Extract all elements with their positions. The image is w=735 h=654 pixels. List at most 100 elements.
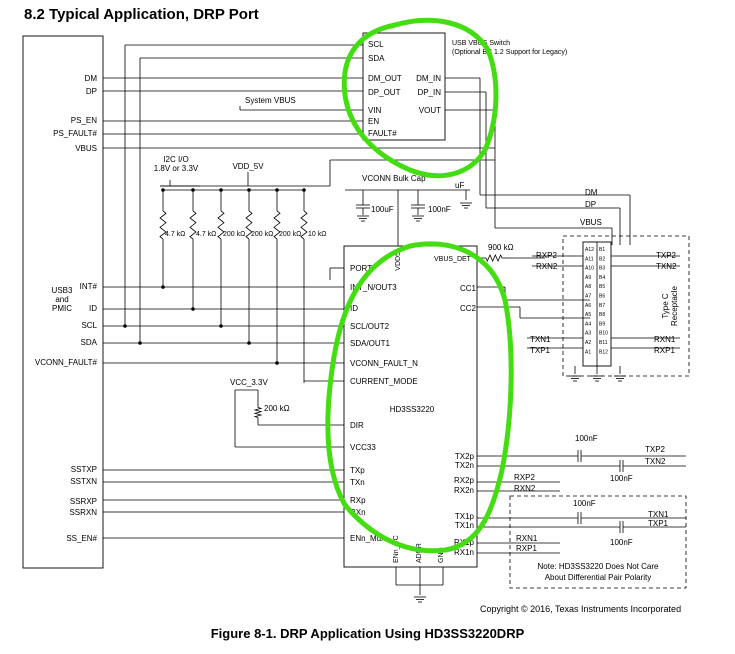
- cap-100uf-label: 100uF: [371, 205, 394, 214]
- switch-subtitle: (Optional BC 1.2 Support for Legacy): [452, 49, 567, 56]
- highlight-vbus-switch: [341, 17, 499, 179]
- host-pin-int: INT#: [80, 282, 98, 291]
- resistor-symbol: [159, 210, 167, 240]
- chip-pin-gnd: GND: [438, 547, 445, 563]
- host-pin-id: ID: [89, 304, 97, 313]
- figure-caption: Figure 8-1. DRP Application Using HD3SS3…: [210, 626, 525, 641]
- chip-pin-cc1: CC1: [460, 284, 477, 293]
- highlight-hd3ss3220: [325, 241, 514, 554]
- switch-pin-dm-in: DM_IN: [416, 74, 441, 83]
- conn-pin-b: B2: [599, 256, 605, 262]
- chip-pin-txp: TXp: [350, 466, 365, 475]
- connector-label-type-c: Type C: [661, 293, 670, 319]
- conn-pin-a: A6: [585, 303, 591, 309]
- conn-rxp2-label: RXP2: [536, 251, 557, 260]
- chip-pin-tx2p: TX2p: [455, 452, 475, 461]
- conn-pin-a: A2: [585, 340, 591, 346]
- r-vcc-label: 200 kΩ: [264, 404, 290, 413]
- r5-label: 200 kΩ: [279, 231, 301, 238]
- cap-partial-label: uF: [455, 181, 464, 190]
- switch-pin-dp-in: DP_IN: [417, 88, 441, 97]
- junction: [191, 307, 195, 311]
- conn-rxn1-label: RXN1: [654, 335, 676, 344]
- conn-pin-b: B12: [599, 349, 608, 355]
- conn-dp-label: DP: [585, 200, 596, 209]
- conn-pin-a: A11: [585, 256, 594, 262]
- chip-pin-cc2: CC2: [460, 304, 477, 313]
- conn-pin-a: A3: [585, 331, 591, 337]
- host-label-and: and: [55, 295, 68, 304]
- host-pin-scl: SCL: [81, 321, 97, 330]
- r-vbus-det-value: 900 kΩ: [488, 243, 514, 252]
- chip-pin-rxp: RXp: [350, 496, 366, 505]
- chip-pin-enn-mux: ENn_Mux: [350, 534, 385, 543]
- switch-pin-dm-out: DM_OUT: [368, 74, 402, 83]
- chip-name: HD3SS3220: [390, 405, 435, 414]
- chip-pin-sda: SDA/OUT1: [350, 339, 391, 348]
- chip-pin-port: PORT: [350, 264, 372, 273]
- conn-vbus-label: VBUS: [580, 218, 602, 227]
- chip-pin-id: ID: [350, 304, 358, 313]
- chip-pin-scl: SCL/OUT2: [350, 322, 390, 331]
- switch-pin-vout: VOUT: [419, 106, 441, 115]
- junction: [161, 285, 165, 289]
- host-pin-vbus: VBUS: [75, 144, 97, 153]
- conn-rxn2-label: RXN2: [536, 262, 558, 271]
- ss-rxp1-label: RXP1: [516, 544, 537, 553]
- copyright-notice: Copyright © 2016, Texas Instruments Inco…: [480, 604, 682, 614]
- host-pin-vconn-fault: VCONN_FAULT#: [35, 358, 98, 367]
- system-vbus-label: System VBUS: [245, 96, 296, 105]
- resistor-symbol: [217, 210, 225, 240]
- conn-rxp1-label: RXP1: [654, 346, 675, 355]
- conn-dm-label: DM: [585, 188, 598, 197]
- host-pin-ssrxp: SSRXP: [70, 497, 97, 506]
- conn-txp2-label: TXP2: [656, 251, 677, 260]
- vconn-cap-label: VCONN Bulk Cap: [362, 174, 426, 183]
- ss-rxp2-label: RXP2: [514, 473, 535, 482]
- host-pin-sstxn: SSTXN: [70, 477, 97, 486]
- r3-label: 200 kΩ: [223, 231, 245, 238]
- ss-cap-top-label: 100nF: [575, 434, 598, 443]
- resistor-symbol: [189, 210, 197, 240]
- i2c-io-voltage: 1.8V or 3.3V: [154, 164, 199, 173]
- host-pin-ps-fault: PS_FAULT#: [53, 129, 97, 138]
- host-pin-ps-en: PS_EN: [71, 116, 97, 125]
- r1-label: 4.7 kΩ: [165, 231, 185, 238]
- cap-100nf-label: 100nF: [428, 205, 451, 214]
- host-pin-dm: DM: [85, 74, 98, 83]
- i2c-io-label: I2C I/O: [163, 155, 188, 164]
- host-label-pmic: PMIC: [52, 304, 72, 313]
- conn-pin-b: B1: [599, 247, 605, 253]
- ss-txp1-label: TXP1: [648, 519, 669, 528]
- conn-pin-b: B5: [599, 284, 605, 290]
- wires: [103, 44, 686, 603]
- r2-label: 4.7 kΩ: [196, 231, 216, 238]
- note-outline: [509, 495, 687, 589]
- chip-pin-dir: DIR: [350, 421, 364, 430]
- page-title: 8.2 Typical Application, DRP Port: [24, 6, 259, 23]
- ss-rxn2-label: RXN2: [514, 484, 536, 493]
- chip-pin-vbus-det: VBUS_DET: [434, 256, 472, 263]
- switch-pin-vin: VIN: [368, 106, 382, 115]
- conn-pin-b: B6: [599, 294, 605, 300]
- chip-pin-vdd5: VDD5: [395, 252, 402, 271]
- connector-label-receptacle: Receptacle: [670, 285, 679, 326]
- vbus-switch-block: [362, 32, 446, 141]
- conn-pin-b: B4: [599, 275, 605, 281]
- switch-pin-sda: SDA: [368, 54, 385, 63]
- resistor-symbol: [300, 210, 308, 240]
- chip-pin-rx1n: RX1n: [454, 548, 474, 557]
- ss-rxn1-label: RXN1: [516, 534, 538, 543]
- conn-pin-b: B11: [599, 340, 608, 346]
- host-label-usb3: USB3: [52, 286, 73, 295]
- host-pin-sda: SDA: [81, 338, 98, 347]
- conn-pin-b: B3: [599, 266, 605, 272]
- conn-pin-b: B9: [599, 321, 605, 327]
- switch-pin-scl: SCL: [368, 40, 384, 49]
- ss-cap-bottom-label: 100nF: [610, 538, 633, 547]
- host-pin-ss-en: SS_EN#: [66, 534, 97, 543]
- conn-pin-b: B7: [599, 303, 605, 309]
- chip-pin-tx1n: TX1n: [455, 521, 474, 530]
